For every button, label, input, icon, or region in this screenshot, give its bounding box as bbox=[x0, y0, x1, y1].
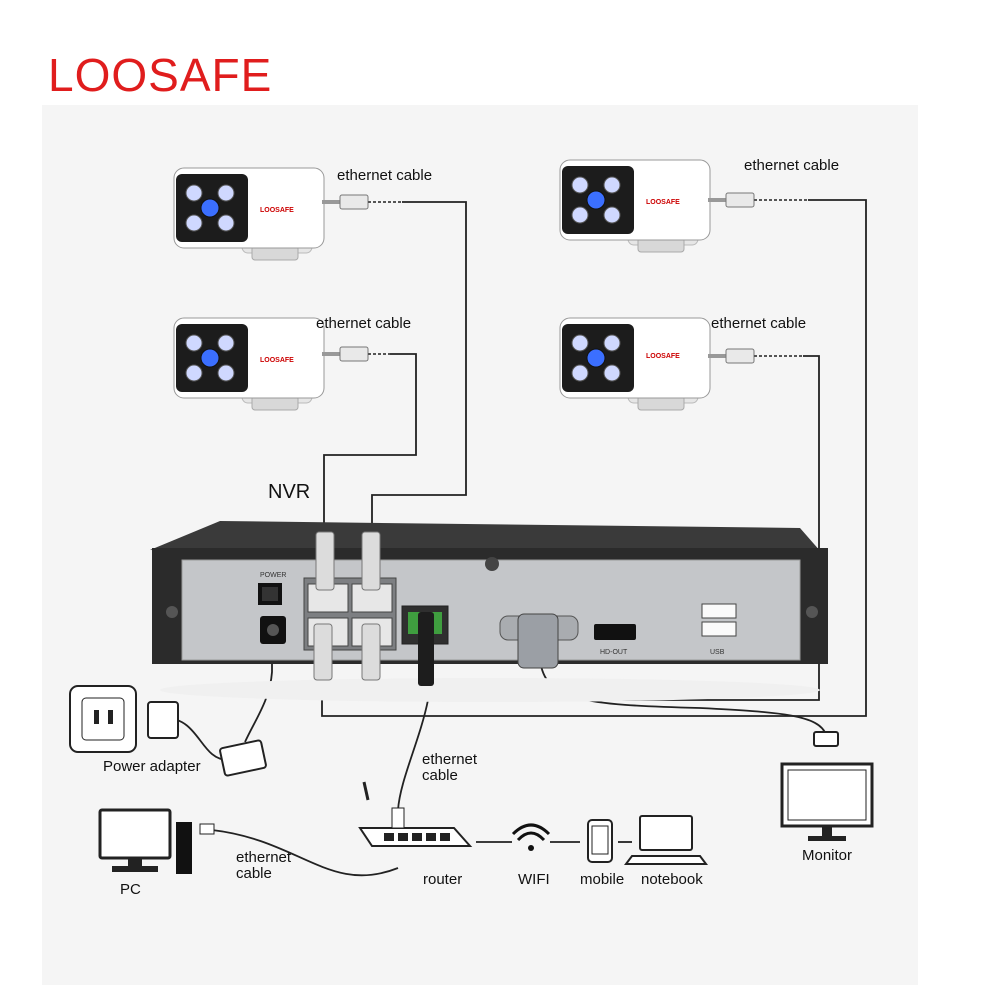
label-monitor: Monitor bbox=[802, 847, 853, 864]
label-ethernet-cable-4: ethernet cable bbox=[711, 315, 807, 332]
power-adapter bbox=[69, 685, 267, 777]
camera-3: LOOSAFE bbox=[559, 159, 808, 253]
label-power-adapter: Power adapter bbox=[103, 758, 201, 775]
power-label: POWER bbox=[260, 572, 286, 579]
monitor-icon bbox=[780, 731, 874, 841]
pc-tower bbox=[176, 822, 192, 874]
cable-camera-2-to-nvr bbox=[323, 353, 417, 532]
plug-port-1 bbox=[315, 531, 335, 591]
label-ethernet-cable-1: ethernet cable bbox=[337, 167, 433, 184]
adapter-brick bbox=[219, 739, 267, 777]
router-antenna bbox=[362, 781, 370, 801]
camera-1: LOOSAFE bbox=[173, 167, 402, 261]
power-switch-rocker bbox=[262, 587, 278, 601]
camera-led-1 bbox=[571, 176, 589, 194]
camera-led-3 bbox=[571, 206, 589, 224]
camera-led-4 bbox=[603, 364, 621, 382]
camera-led-4 bbox=[217, 364, 235, 382]
nvr-reflection bbox=[160, 678, 820, 702]
plug-port-2 bbox=[361, 531, 381, 591]
cable-pc-to-router bbox=[211, 829, 399, 877]
label-ethernet-cable-2: ethernet cable bbox=[316, 315, 412, 332]
camera-led-4 bbox=[217, 214, 235, 232]
label-wifi: WIFI bbox=[518, 871, 550, 888]
camera-lens bbox=[200, 198, 220, 218]
label-mobile: mobile bbox=[580, 871, 625, 888]
camera-led-1 bbox=[185, 184, 203, 202]
router-ports bbox=[384, 833, 450, 841]
camera-led-2 bbox=[217, 184, 235, 202]
nvr-screw-right bbox=[806, 606, 818, 618]
pc-ethernet-plug bbox=[199, 823, 215, 835]
camera-4: LOOSAFE bbox=[559, 317, 803, 411]
camera-4-brand: LOOSAFE bbox=[646, 353, 680, 360]
label-pc: PC bbox=[120, 881, 141, 898]
plug-port-4 bbox=[361, 623, 381, 681]
camera-led-3 bbox=[185, 214, 203, 232]
rj45-plug bbox=[725, 192, 755, 208]
hdmi-port[interactable] bbox=[594, 624, 636, 640]
camera-lens bbox=[586, 348, 606, 368]
camera-2: LOOSAFE bbox=[173, 317, 390, 411]
camera-led-3 bbox=[571, 364, 589, 382]
camera-led-2 bbox=[603, 176, 621, 194]
label-ethernet-router: ethernet bbox=[422, 751, 478, 768]
wifi-icon bbox=[511, 823, 551, 851]
outlet-slot-2 bbox=[108, 710, 113, 724]
cable-nvr-to-router bbox=[397, 640, 429, 811]
outlet-slot-1 bbox=[94, 710, 99, 724]
dc-jack-hole bbox=[267, 624, 279, 636]
nvr-back-panel bbox=[181, 559, 801, 661]
label-router: router bbox=[423, 871, 463, 888]
camera-lens bbox=[586, 190, 606, 210]
camera-led-4 bbox=[603, 206, 621, 224]
pc-keyboard bbox=[112, 866, 158, 872]
label-cable-router: cable bbox=[422, 767, 458, 784]
nvr-top-screw bbox=[485, 557, 499, 571]
pc bbox=[98, 808, 215, 874]
camera-2-brand: LOOSAFE bbox=[260, 357, 294, 364]
hd-out-label: HD-OUT bbox=[600, 649, 628, 656]
label-notebook: notebook bbox=[641, 871, 703, 888]
router bbox=[358, 781, 473, 847]
label-ethernet-cable-3: ethernet cable bbox=[744, 157, 840, 174]
brand-logo-text: LOOSAFE bbox=[48, 49, 273, 101]
nvr-device: POWER bbox=[150, 521, 828, 702]
camera-3-brand: LOOSAFE bbox=[646, 199, 680, 206]
mobile-icon bbox=[587, 819, 613, 863]
rj45-plug bbox=[339, 346, 369, 362]
wall-outlet-inner bbox=[81, 697, 125, 741]
camera-1-brand: LOOSAFE bbox=[260, 207, 294, 214]
nvr-screw-left bbox=[166, 606, 178, 618]
camera-lens bbox=[200, 348, 220, 368]
camera-led-3 bbox=[185, 364, 203, 382]
uplink-plug bbox=[418, 612, 434, 686]
label-ethernet-pc: ethernet bbox=[236, 849, 292, 866]
rj45-plug bbox=[339, 194, 369, 210]
plug-port-3 bbox=[313, 623, 333, 681]
pc-stand bbox=[128, 858, 142, 866]
notebook-icon bbox=[624, 815, 708, 865]
label-cable-pc: cable bbox=[236, 865, 272, 882]
vga-connector bbox=[517, 613, 559, 669]
camera-led-2 bbox=[603, 334, 621, 352]
cable-camera-1-to-nvr bbox=[371, 201, 467, 532]
label-nvr: NVR bbox=[268, 481, 311, 503]
rj45-plug bbox=[725, 348, 755, 364]
usb-port-1[interactable] bbox=[701, 603, 737, 619]
usb-label: USB bbox=[710, 649, 725, 656]
camera-led-1 bbox=[571, 334, 589, 352]
camera-led-1 bbox=[185, 334, 203, 352]
camera-led-2 bbox=[217, 334, 235, 352]
pc-monitor bbox=[98, 808, 172, 860]
cable-power-adapter bbox=[244, 650, 273, 743]
usb-port-2[interactable] bbox=[701, 621, 737, 637]
router-ethernet-plug bbox=[391, 807, 405, 829]
adapter-plug-head bbox=[147, 701, 179, 739]
